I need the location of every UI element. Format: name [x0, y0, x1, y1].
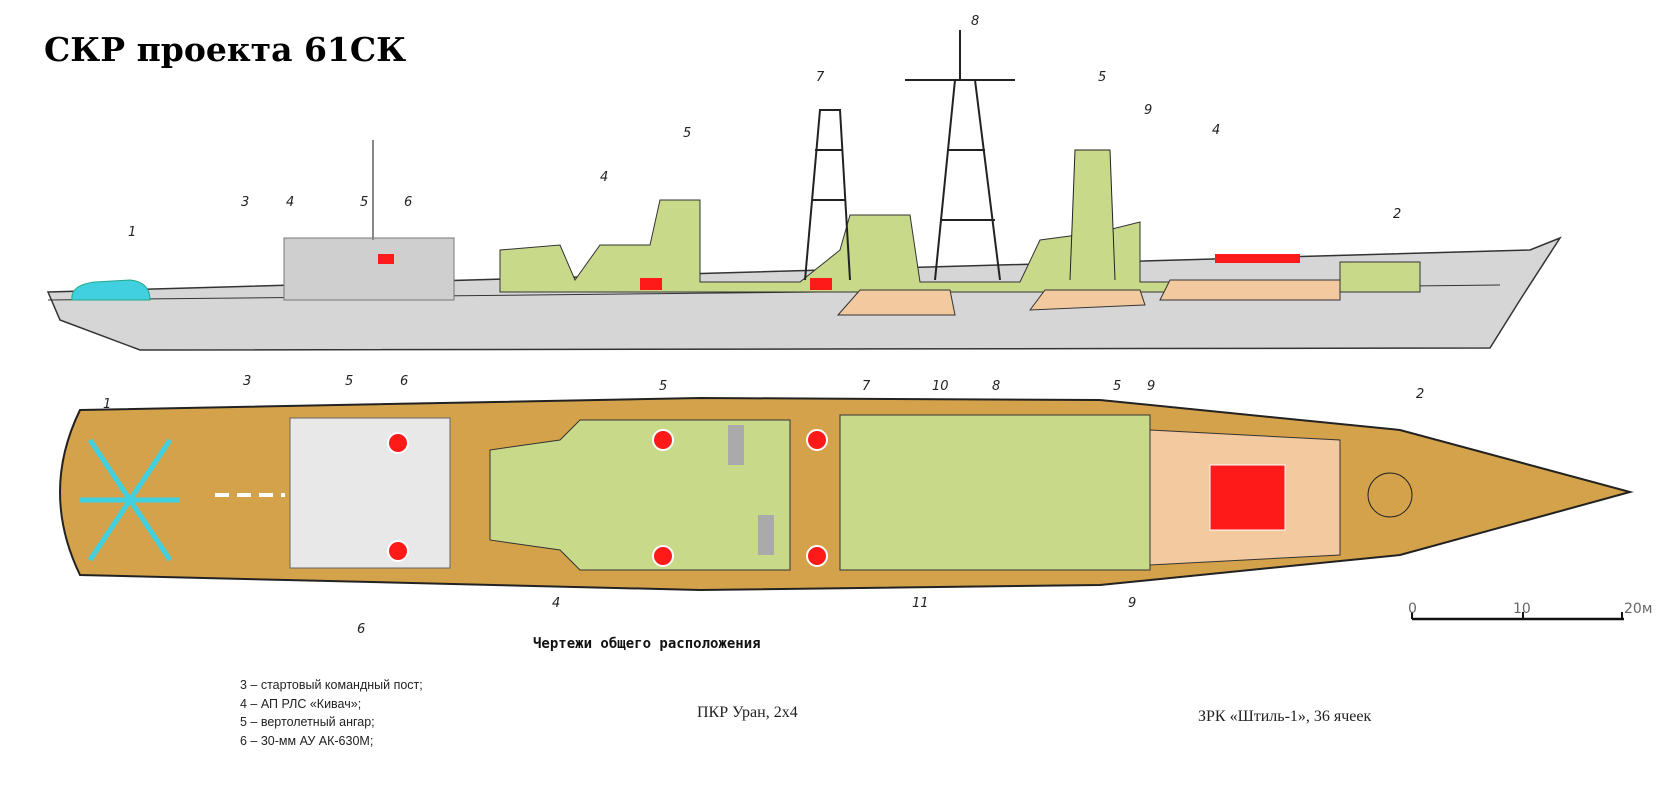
legend-item: 4 – АП РЛС «Кивач»; [240, 696, 362, 711]
top-ak630-mounts [387, 429, 828, 567]
side-mast-8 [905, 79, 1015, 281]
callout-label: 7 [862, 379, 871, 394]
side-hangar [283, 237, 455, 301]
side-ak630-3 [810, 278, 832, 290]
side-mast-7 [804, 109, 851, 281]
callout-label: 3 [243, 374, 251, 389]
callout-label: 5 [1098, 70, 1106, 85]
scale-tick-10: 10 [1513, 601, 1531, 617]
side-shtil-launcher [1215, 254, 1300, 263]
callout-label: 10 [932, 379, 949, 394]
legend-item: 6 – 30-мм АУ АК-630М; [240, 733, 374, 748]
legend-item: 3 – стартовый командный пост; [240, 678, 423, 692]
callout-label: 6 [400, 374, 408, 389]
callout-label: 5 [1113, 379, 1121, 394]
callout-label: 9 [1128, 596, 1136, 611]
top-view [59, 396, 1634, 592]
top-helicopter [80, 438, 180, 562]
callout-label: 1 [128, 225, 136, 240]
callout-label: 1 [103, 397, 111, 412]
callout-label: 6 [357, 622, 365, 637]
top-labels: 1 3 5 6 5 7 10 8 5 9 2 6 4 11 9 [103, 374, 1424, 637]
top-uran-launchers [728, 425, 774, 555]
callout-label: 4 [552, 596, 560, 611]
callout-label: 4 [1212, 123, 1220, 138]
callout-label: 5 [360, 195, 368, 210]
legend-item: 5 – вертолетный ангар; [240, 715, 375, 729]
callout-label: 9 [1144, 103, 1152, 118]
callout-label: 8 [992, 379, 1000, 394]
callout-label: 4 [286, 195, 294, 210]
top-gun-mount [1367, 472, 1413, 518]
scale-bar: 0 10 20м [1408, 601, 1652, 621]
scale-tick-20: 20м [1624, 601, 1652, 617]
side-helicopter [71, 279, 151, 301]
uran-note: ПКР Уран, 2х4 [697, 704, 798, 721]
callout-label: 6 [404, 195, 412, 210]
side-ak630-2 [640, 278, 662, 290]
side-mast-5 [1069, 149, 1116, 281]
legend: 3 – стартовый командный пост; 4 – АП РЛС… [240, 676, 423, 750]
callout-label: 5 [659, 379, 667, 394]
shtil-note: ЗРК «Штиль-1», 36 ячеек [1198, 708, 1372, 725]
side-ak630 [378, 254, 394, 264]
callout-label: 7 [816, 70, 825, 85]
callout-label: 8 [971, 14, 979, 29]
side-deckhouses [836, 279, 1341, 316]
top-hangar [289, 417, 451, 569]
drawing-caption: Чертежи общего расположения [533, 636, 761, 652]
top-superstructure [489, 414, 1151, 571]
top-shtil-cells [1209, 464, 1286, 531]
callout-label: 2 [1393, 207, 1401, 222]
callout-label: 5 [345, 374, 353, 389]
side-labels: 1 3 4 5 6 4 5 7 8 5 9 4 2 [128, 14, 1401, 240]
side-hull [46, 236, 1562, 351]
callout-label: 3 [241, 195, 249, 210]
callout-label: 5 [683, 126, 691, 141]
callout-label: 2 [1416, 387, 1424, 402]
callout-label: 9 [1147, 379, 1155, 394]
scale-tick-0: 0 [1408, 601, 1417, 617]
callout-label: 4 [600, 170, 608, 185]
side-view [46, 30, 1562, 351]
diagram-title: СКР проекта 61СК [44, 30, 407, 69]
callout-label: 11 [912, 596, 929, 611]
